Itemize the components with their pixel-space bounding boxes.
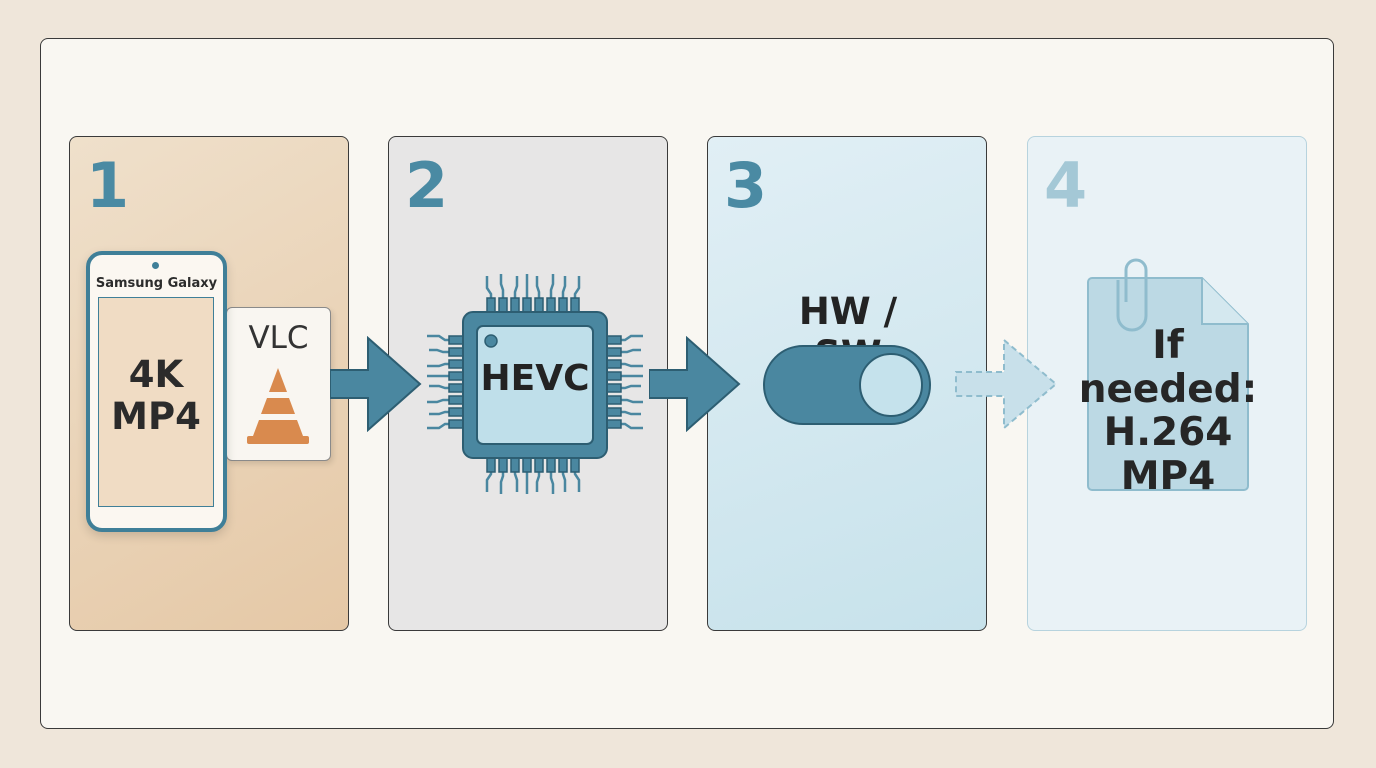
arrow-right-icon (649, 336, 741, 432)
phone-device: Samsung Galaxy 4K MP4 (86, 251, 227, 532)
fallback-codec: H.264 (1103, 410, 1233, 456)
toggle-switch-icon (763, 345, 931, 425)
step-number: 3 (724, 149, 768, 222)
dashed-arrow-right-icon (955, 337, 1058, 431)
arrow-right-icon (330, 336, 422, 432)
vlc-cone-icon (247, 368, 309, 444)
video-resolution: 4K (128, 353, 184, 396)
document-paperclip-icon (1087, 258, 1249, 491)
toggle-knob (859, 353, 923, 417)
vlc-card: VLC (226, 307, 331, 461)
chip-icon (427, 274, 643, 494)
vlc-label: VLC (248, 320, 309, 356)
phone-label: Samsung Galaxy (95, 276, 218, 291)
step-number: 4 (1044, 149, 1088, 222)
codec-label: HEVC (480, 358, 590, 399)
video-container: MP4 (111, 395, 201, 438)
fallback-container: MP4 (1120, 454, 1216, 500)
fallback-format-text: If needed: H.264 MP4 (1058, 324, 1278, 499)
fallback-condition: If needed: (1078, 323, 1258, 412)
camera-icon (152, 262, 159, 269)
phone-screen: 4K MP4 (98, 297, 214, 507)
step-number: 2 (405, 149, 449, 222)
step-number: 1 (86, 149, 130, 222)
